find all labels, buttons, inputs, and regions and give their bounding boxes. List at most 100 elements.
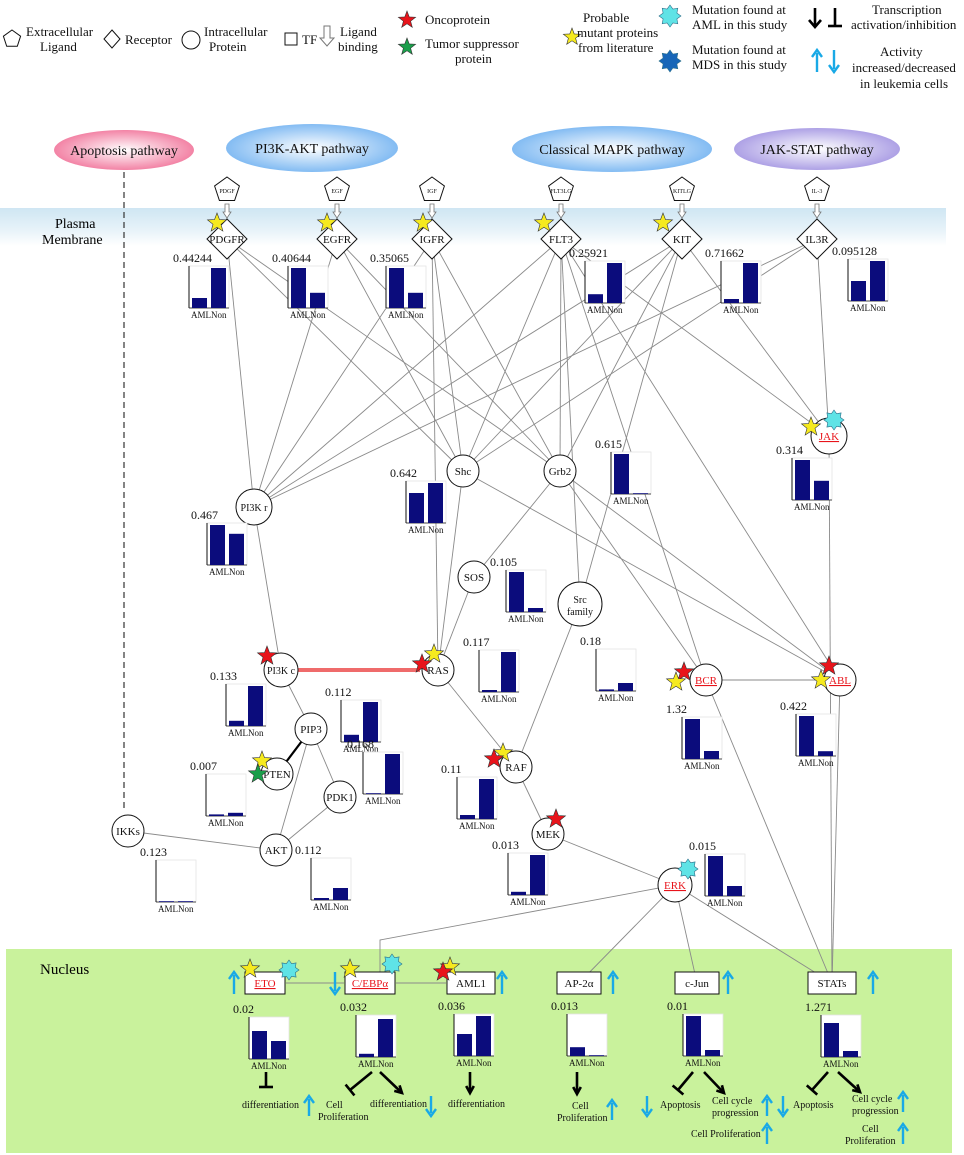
- edge-pdgfr-grb2: [226, 238, 561, 472]
- legend-aml-mutation-burst-icon: [658, 4, 682, 28]
- membrane-label-line1: Plasma: [55, 217, 96, 232]
- chart-pi3kc-xtick-non: Non: [248, 728, 264, 738]
- ligand-kitlg-label: KITLG: [673, 189, 692, 195]
- protein-jak-label: JAK: [819, 431, 839, 443]
- receptor-flt3-label: FLT3: [549, 234, 574, 246]
- legend-activity-label-2: increased/decreased: [852, 60, 956, 75]
- edge-pi3kr-pi3kc: [253, 506, 282, 671]
- chart-pdk1-xtick-non: Non: [385, 796, 401, 806]
- chart-jak-xtick-aml: AML: [794, 502, 814, 512]
- chart-grb2-value-label: 0.615: [595, 437, 622, 451]
- chart-shc-xtick-non: Non: [428, 525, 444, 535]
- edge-egfr-grb2: [336, 238, 561, 472]
- protein-raf-label: RAF: [505, 762, 526, 774]
- chart-pten-bar-non: [228, 812, 243, 816]
- mutation-star-icon-6: [800, 416, 822, 436]
- receptor-pdgfr-diamond: [206, 218, 248, 260]
- legend-ligand-binding-icon: [318, 25, 336, 47]
- receptor-kit-label: KIT: [673, 234, 692, 246]
- chart-jak-bar-non: [814, 480, 829, 500]
- edge-shc-abl: [462, 470, 841, 681]
- outcome-cjun-progression: progression: [712, 1108, 759, 1119]
- chart-pdgfr-value-label: 0.44244: [173, 251, 212, 265]
- chart-ikks-frame: [155, 859, 197, 903]
- chart-pip3-bar-aml: [344, 734, 359, 742]
- chart-pip3-value-label: 0.112: [325, 685, 352, 699]
- legend-circle-icon: [181, 30, 201, 50]
- protein-pip3-label: PIP3: [300, 724, 322, 736]
- chart-src-xtick-non: Non: [618, 693, 634, 703]
- edge-flt3-pi3kr: [253, 238, 562, 508]
- mutation-burst-icon-5: [823, 409, 845, 431]
- mutation-star-icon-0: [206, 212, 228, 232]
- chart-ap2a-xtick-non: Non: [589, 1058, 605, 1068]
- receptor-il3r-diamond: [796, 218, 838, 260]
- chart-egfr-value-label: 0.40644: [272, 251, 311, 265]
- chart-ras-value-label: 0.117: [463, 635, 490, 649]
- chart-pdgfr-bar-aml: [192, 298, 207, 308]
- eto-increase-arrow-icon: [228, 969, 240, 994]
- ligand-flt3lg-pentagon: [548, 176, 574, 201]
- chart-raf-bar-non: [479, 779, 494, 819]
- legend-oncoprotein-star-icon: [397, 10, 417, 28]
- legend-mds-mutation-burst-icon: [658, 49, 682, 73]
- edge-erk-cebpa: [379, 884, 676, 983]
- ap2a-increase-arrow-icon: [607, 969, 619, 994]
- protein-abl-label: ABL: [829, 675, 851, 687]
- protein-ras-label: RAS: [427, 665, 448, 677]
- mutation-star-icon-25: [432, 961, 454, 981]
- legend-probable-mutant-star-icon: [562, 27, 582, 45]
- outcome-stats-apoptosis: Apoptosis: [793, 1100, 834, 1111]
- legend-aml-mutation-label-2: AML in this study: [692, 17, 788, 32]
- tf-eto-label: ETO: [254, 978, 275, 990]
- eto-differentiation-increase-icon: [303, 1093, 315, 1116]
- cebpa-differentiation-decrease-icon: [425, 1096, 437, 1119]
- protein-akt-label: AKT: [265, 845, 288, 857]
- outcome-ap2a-cell-label: Cell: [572, 1101, 589, 1112]
- legend-mds-mutation-label-2: MDS in this study: [692, 57, 787, 72]
- chart-akt-bar-non: [333, 888, 348, 900]
- protein-pdk1-label: PDK1: [326, 792, 354, 804]
- protein-erk-label: ERK: [664, 880, 686, 892]
- chart-ras-xtick-aml: AML: [481, 694, 501, 704]
- edge-flt3-shc: [462, 238, 562, 472]
- outcome-eto-differentiation: differentiation: [242, 1100, 299, 1111]
- chart-flt3-value-label: 0.25921: [569, 246, 608, 260]
- chart-raf-value-label: 0.11: [441, 762, 462, 776]
- edge-il3r-shc: [462, 238, 818, 472]
- legend-diamond-icon: [103, 29, 121, 49]
- chart-pdgfr-bar-non: [211, 268, 226, 308]
- chart-grb2-bar-aml: [614, 454, 629, 494]
- chart-grb2-bar-non: [633, 493, 648, 494]
- mutation-star-icon-22: [339, 958, 361, 978]
- tf-cjun-label: c-Jun: [685, 978, 709, 990]
- chart-ap2a-xtick-aml: AML: [569, 1058, 589, 1068]
- chart-src-bar-non: [618, 683, 633, 691]
- edge-pip3-akt: [275, 728, 312, 851]
- chart-sos-value-label: 0.105: [490, 555, 517, 569]
- tf-cebpa-label: C/EBPα: [352, 978, 389, 990]
- chart-stats-xtick-non: Non: [843, 1059, 859, 1069]
- chart-cebpa-value-label: 0.032: [340, 1000, 367, 1014]
- chart-pdk1-value-label: 0.168: [347, 737, 374, 751]
- chart-pdk1-xtick-aml: AML: [365, 796, 385, 806]
- chart-pi3kr-xtick-aml: AML: [209, 567, 229, 577]
- tf-ap2a-label: AP-2α: [565, 978, 594, 990]
- chart-eto-xtick-aml: AML: [251, 1061, 271, 1071]
- cjun-proliferation-increase-icon: [761, 1121, 773, 1144]
- legend-tumor-suppressor-label: Tumor suppressor: [425, 36, 519, 51]
- chart-ikks-xtick-non: Non: [178, 904, 194, 914]
- chart-kit-xtick-aml: AML: [723, 305, 743, 315]
- chart-il3r-bar-non: [870, 261, 885, 301]
- chart-abl-xtick-non: Non: [818, 758, 834, 768]
